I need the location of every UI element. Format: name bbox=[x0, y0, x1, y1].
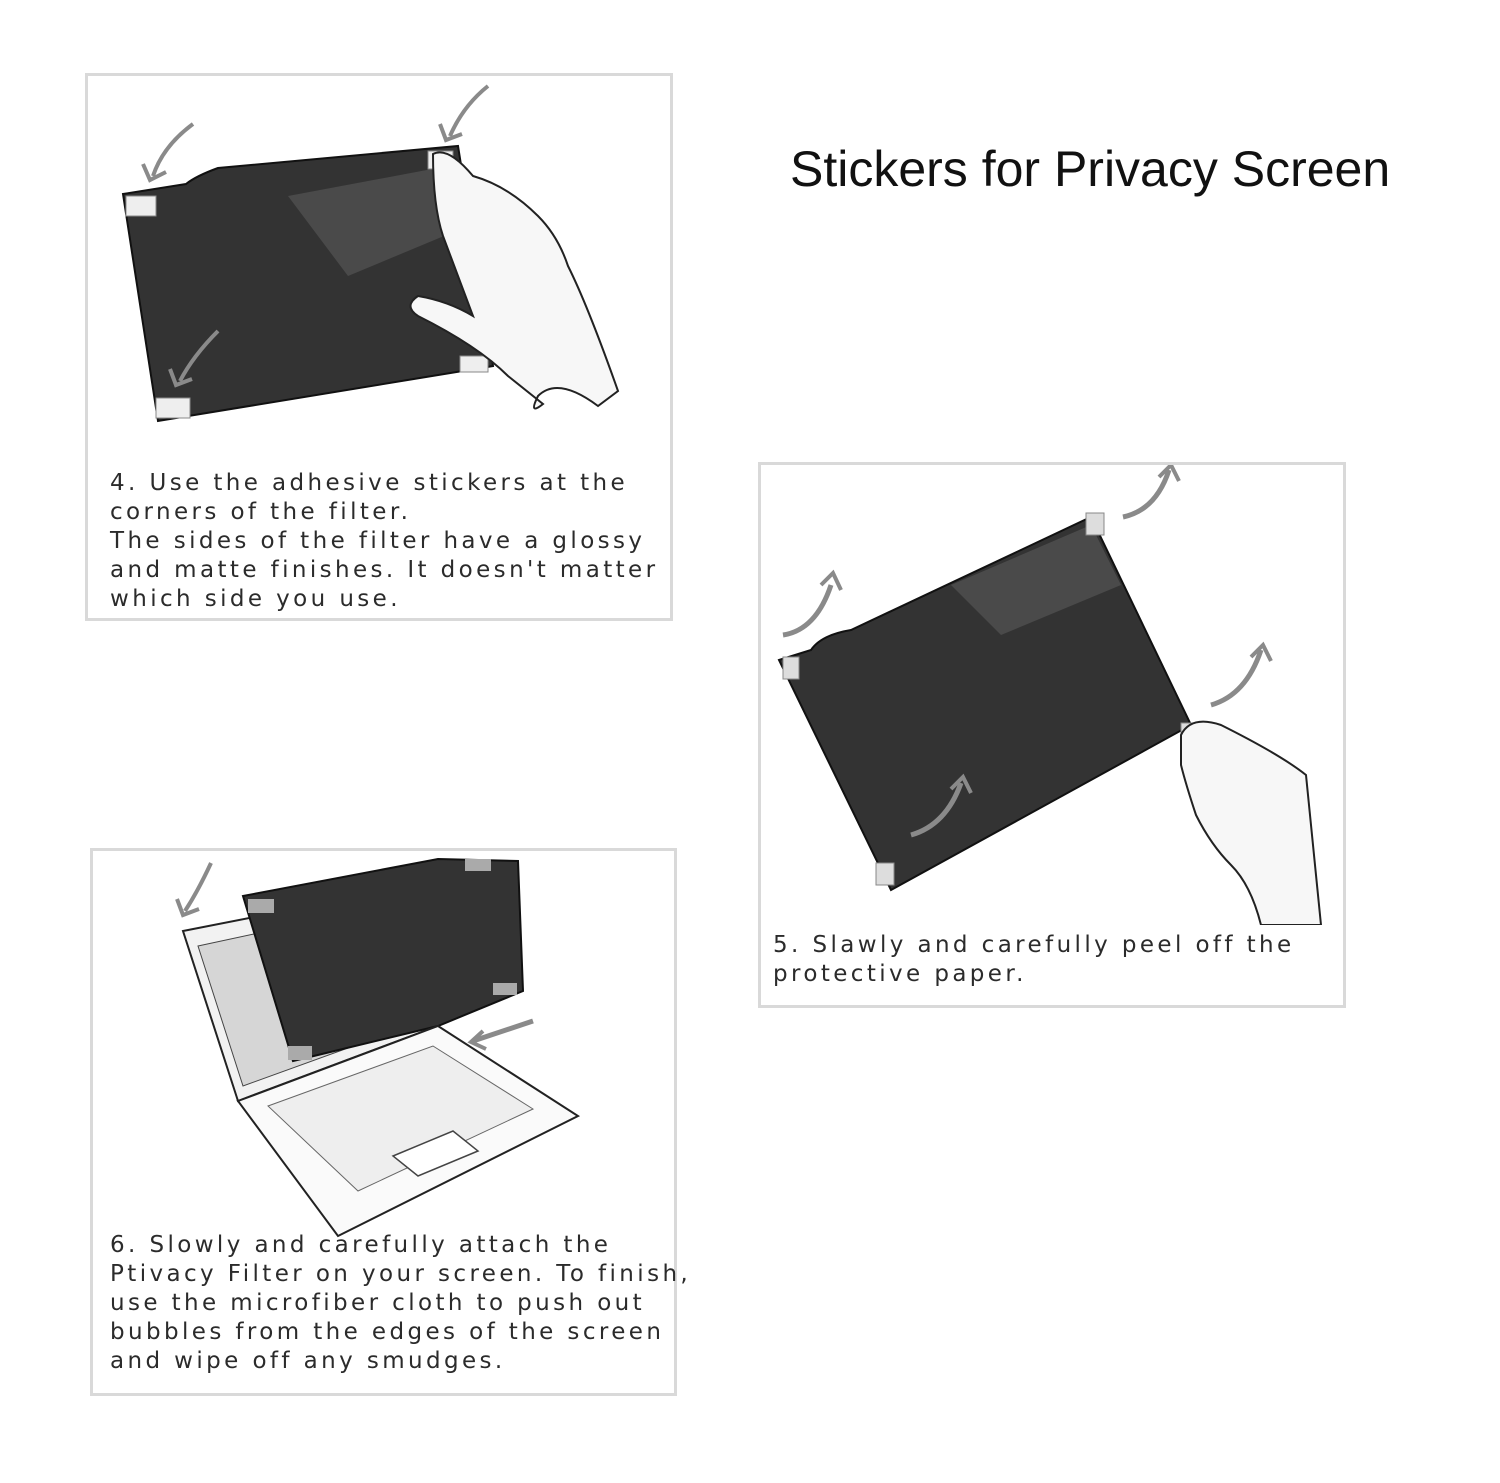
caption-line: which side you use. bbox=[110, 586, 401, 612]
step-4-caption: 4. Use the adhesive stickers at the corn… bbox=[110, 469, 658, 614]
step-6-panel: 6. Slowly and carefully attach the Ptiva… bbox=[90, 848, 688, 1396]
page-title: Stickers for Privacy Screen bbox=[790, 141, 1391, 197]
hand-applying-stickers-illustration bbox=[121, 84, 620, 423]
step-6-caption: 6. Slowly and carefully attach the Ptiva… bbox=[110, 1231, 691, 1376]
step-4-panel: 4. Use the adhesive stickers at the corn… bbox=[85, 73, 673, 621]
caption-line: use the microfiber cloth to push out bbox=[110, 1290, 646, 1316]
step-5-panel: 5. Slawly and carefully peel off the pro… bbox=[758, 462, 1346, 1008]
peel-paper-illustration bbox=[777, 465, 1323, 925]
caption-line: corners of the filter. bbox=[110, 499, 412, 525]
caption-line: Ptivacy Filter on your screen. To finish… bbox=[110, 1261, 692, 1287]
caption-line: and matte finishes. It doesn't matter bbox=[110, 557, 659, 583]
caption-line: 5. Slawly and carefully peel off the bbox=[773, 932, 1295, 958]
caption-line: 4. Use the adhesive stickers at the bbox=[110, 470, 629, 496]
step-5-caption: 5. Slawly and carefully peel off the pro… bbox=[773, 931, 1295, 989]
caption-line: bubbles from the edges of the screen bbox=[110, 1319, 665, 1345]
caption-line: and wipe off any smudges. bbox=[110, 1348, 506, 1374]
arrow-icon bbox=[151, 122, 195, 177]
laptop-filter-illustration bbox=[175, 857, 581, 1238]
caption-line: The sides of the filter have a glossy bbox=[110, 528, 646, 554]
caption-line: 6. Slowly and carefully attach the bbox=[110, 1232, 612, 1258]
caption-line: protective paper. bbox=[773, 961, 1027, 987]
